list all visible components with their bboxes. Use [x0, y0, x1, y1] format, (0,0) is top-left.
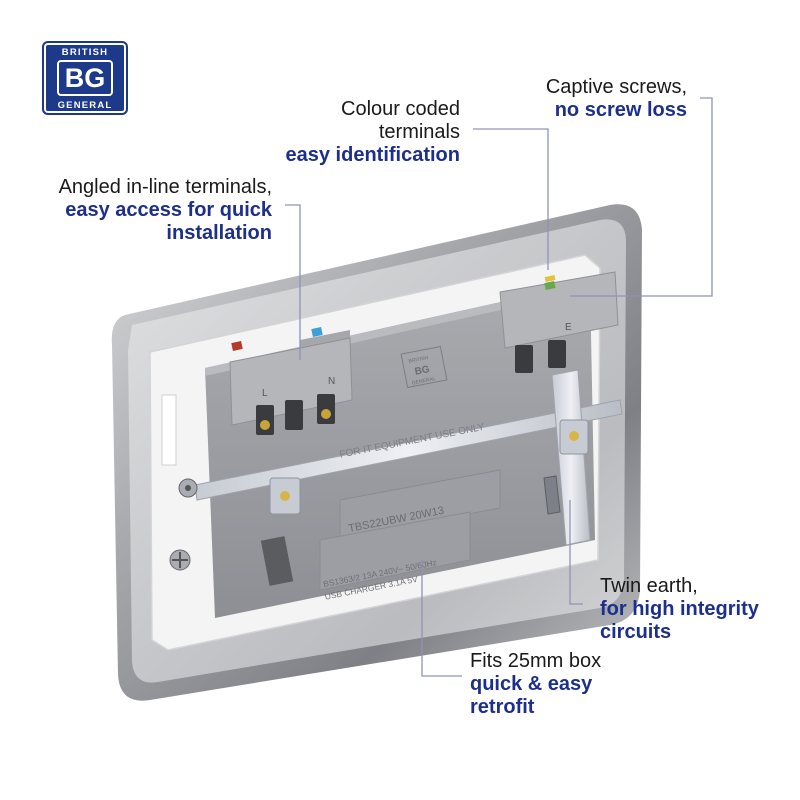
badge-top-text: BRITISH	[408, 355, 429, 365]
callout-angled-terminals-line1: Angled in-line terminals,	[58, 176, 272, 198]
callout-captive-screws-line2: no screw loss	[554, 99, 687, 121]
logo-top-text: BRITISH	[61, 47, 109, 58]
callout-colour-coded-line3: easy identification	[285, 144, 461, 166]
badge-mark-text: BG	[414, 364, 431, 378]
leader-colour-coded	[473, 128, 549, 270]
callout-box-fit: Fits 25mm box quick & easy retrofit	[470, 650, 670, 719]
callout-twin-earth-line2: for high integrity	[600, 598, 759, 620]
logo-mark: BG	[57, 60, 113, 96]
callout-twin-earth: Twin earth, for high integrity circuits	[600, 575, 790, 644]
callout-angled-terminals-line3: installation	[166, 222, 272, 244]
british-general-logo: BRITISH BG GENERAL	[42, 41, 128, 115]
callout-box-fit-line1: Fits 25mm box	[470, 650, 602, 672]
callout-angled-terminals-line2: easy access for quick	[65, 199, 272, 221]
callout-leader-lines	[285, 97, 713, 677]
callout-twin-earth-line3: circuits	[600, 621, 672, 643]
terminal-n-label: N	[328, 376, 335, 387]
earth-terminal-block: E	[499, 271, 619, 373]
callout-colour-coded-line2: terminals	[378, 121, 460, 143]
leader-twin-earth	[569, 500, 583, 605]
terminal-e-label: E	[565, 322, 572, 333]
terminal-l-label: L	[262, 388, 268, 399]
live-neutral-terminals: L N	[229, 327, 353, 435]
callout-box-fit-line2: quick & easy	[470, 673, 593, 695]
leader-angled-terminals	[285, 204, 301, 360]
callout-colour-coded-line1: Colour coded	[341, 98, 460, 120]
captive-screws	[169, 478, 198, 571]
callout-box-fit-line3: retrofit	[470, 696, 535, 718]
callout-angled-terminals: Angled in-line terminals, easy access fo…	[12, 176, 272, 245]
callout-twin-earth-line1: Twin earth,	[600, 575, 698, 597]
leader-captive-screws	[570, 97, 713, 297]
leader-box-fit	[421, 560, 462, 677]
badge-bottom-text: GENERAL	[411, 376, 436, 386]
logo-bottom-text: GENERAL	[57, 100, 113, 111]
metal-mounting-strap	[194, 369, 623, 546]
callout-captive-screws-line1: Captive screws,	[545, 76, 687, 98]
callout-colour-coded: Colour coded terminals easy identificati…	[220, 98, 461, 167]
callout-captive-screws: Captive screws, no screw loss	[467, 76, 687, 122]
